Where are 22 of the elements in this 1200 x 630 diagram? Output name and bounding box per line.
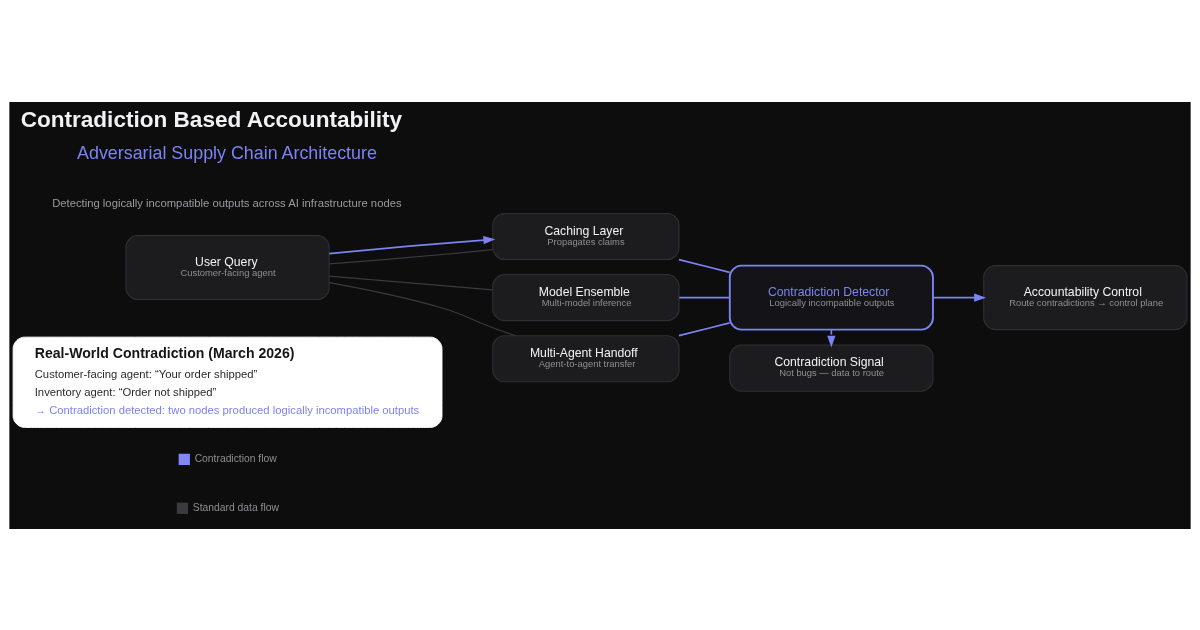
legend-label: Standard data flow: [192, 501, 279, 513]
node-box: User Query Customer-facing agent: [125, 234, 330, 300]
node-box: Contradiction Signal Not bugs — data to route: [729, 344, 934, 392]
connector: [328, 281, 516, 336]
label: Detecting logically incompatible outputs across AI infrastructure nodes: [52, 195, 402, 208]
arrow: [932, 292, 986, 302]
legend-label: Contradiction flow: [194, 452, 277, 464]
node-box: Model Ensemble Multi-model inference: [492, 273, 680, 321]
connector: [678, 321, 731, 336]
node-box: Accountability Control Route contradictions → control plane: [983, 264, 1188, 330]
node-box: Multi-Agent Handoff Agent-to-agent transfer: [492, 334, 680, 382]
arrow: [328, 235, 496, 254]
connector: [678, 258, 731, 273]
label: Adversarial Supply Chain Architecture: [77, 142, 377, 163]
node-box: Caching Layer Propagates claims: [492, 212, 680, 260]
connector: [328, 248, 494, 264]
node-box: Real-World Contradiction (March 2026) Customer-facing agent: “Your order shipped” Inventory agent: “Order not shipped” → Contradiction detected: two nodes produced logically incompatible outputs: [12, 336, 443, 428]
connector: [328, 274, 494, 290]
arrow: [827, 328, 836, 348]
diagram-title: Contradiction Based Accountability: [20, 106, 403, 132]
node-box: Contradiction Detector Logically incompatible outputs: [728, 264, 934, 331]
connector: [678, 296, 731, 298]
